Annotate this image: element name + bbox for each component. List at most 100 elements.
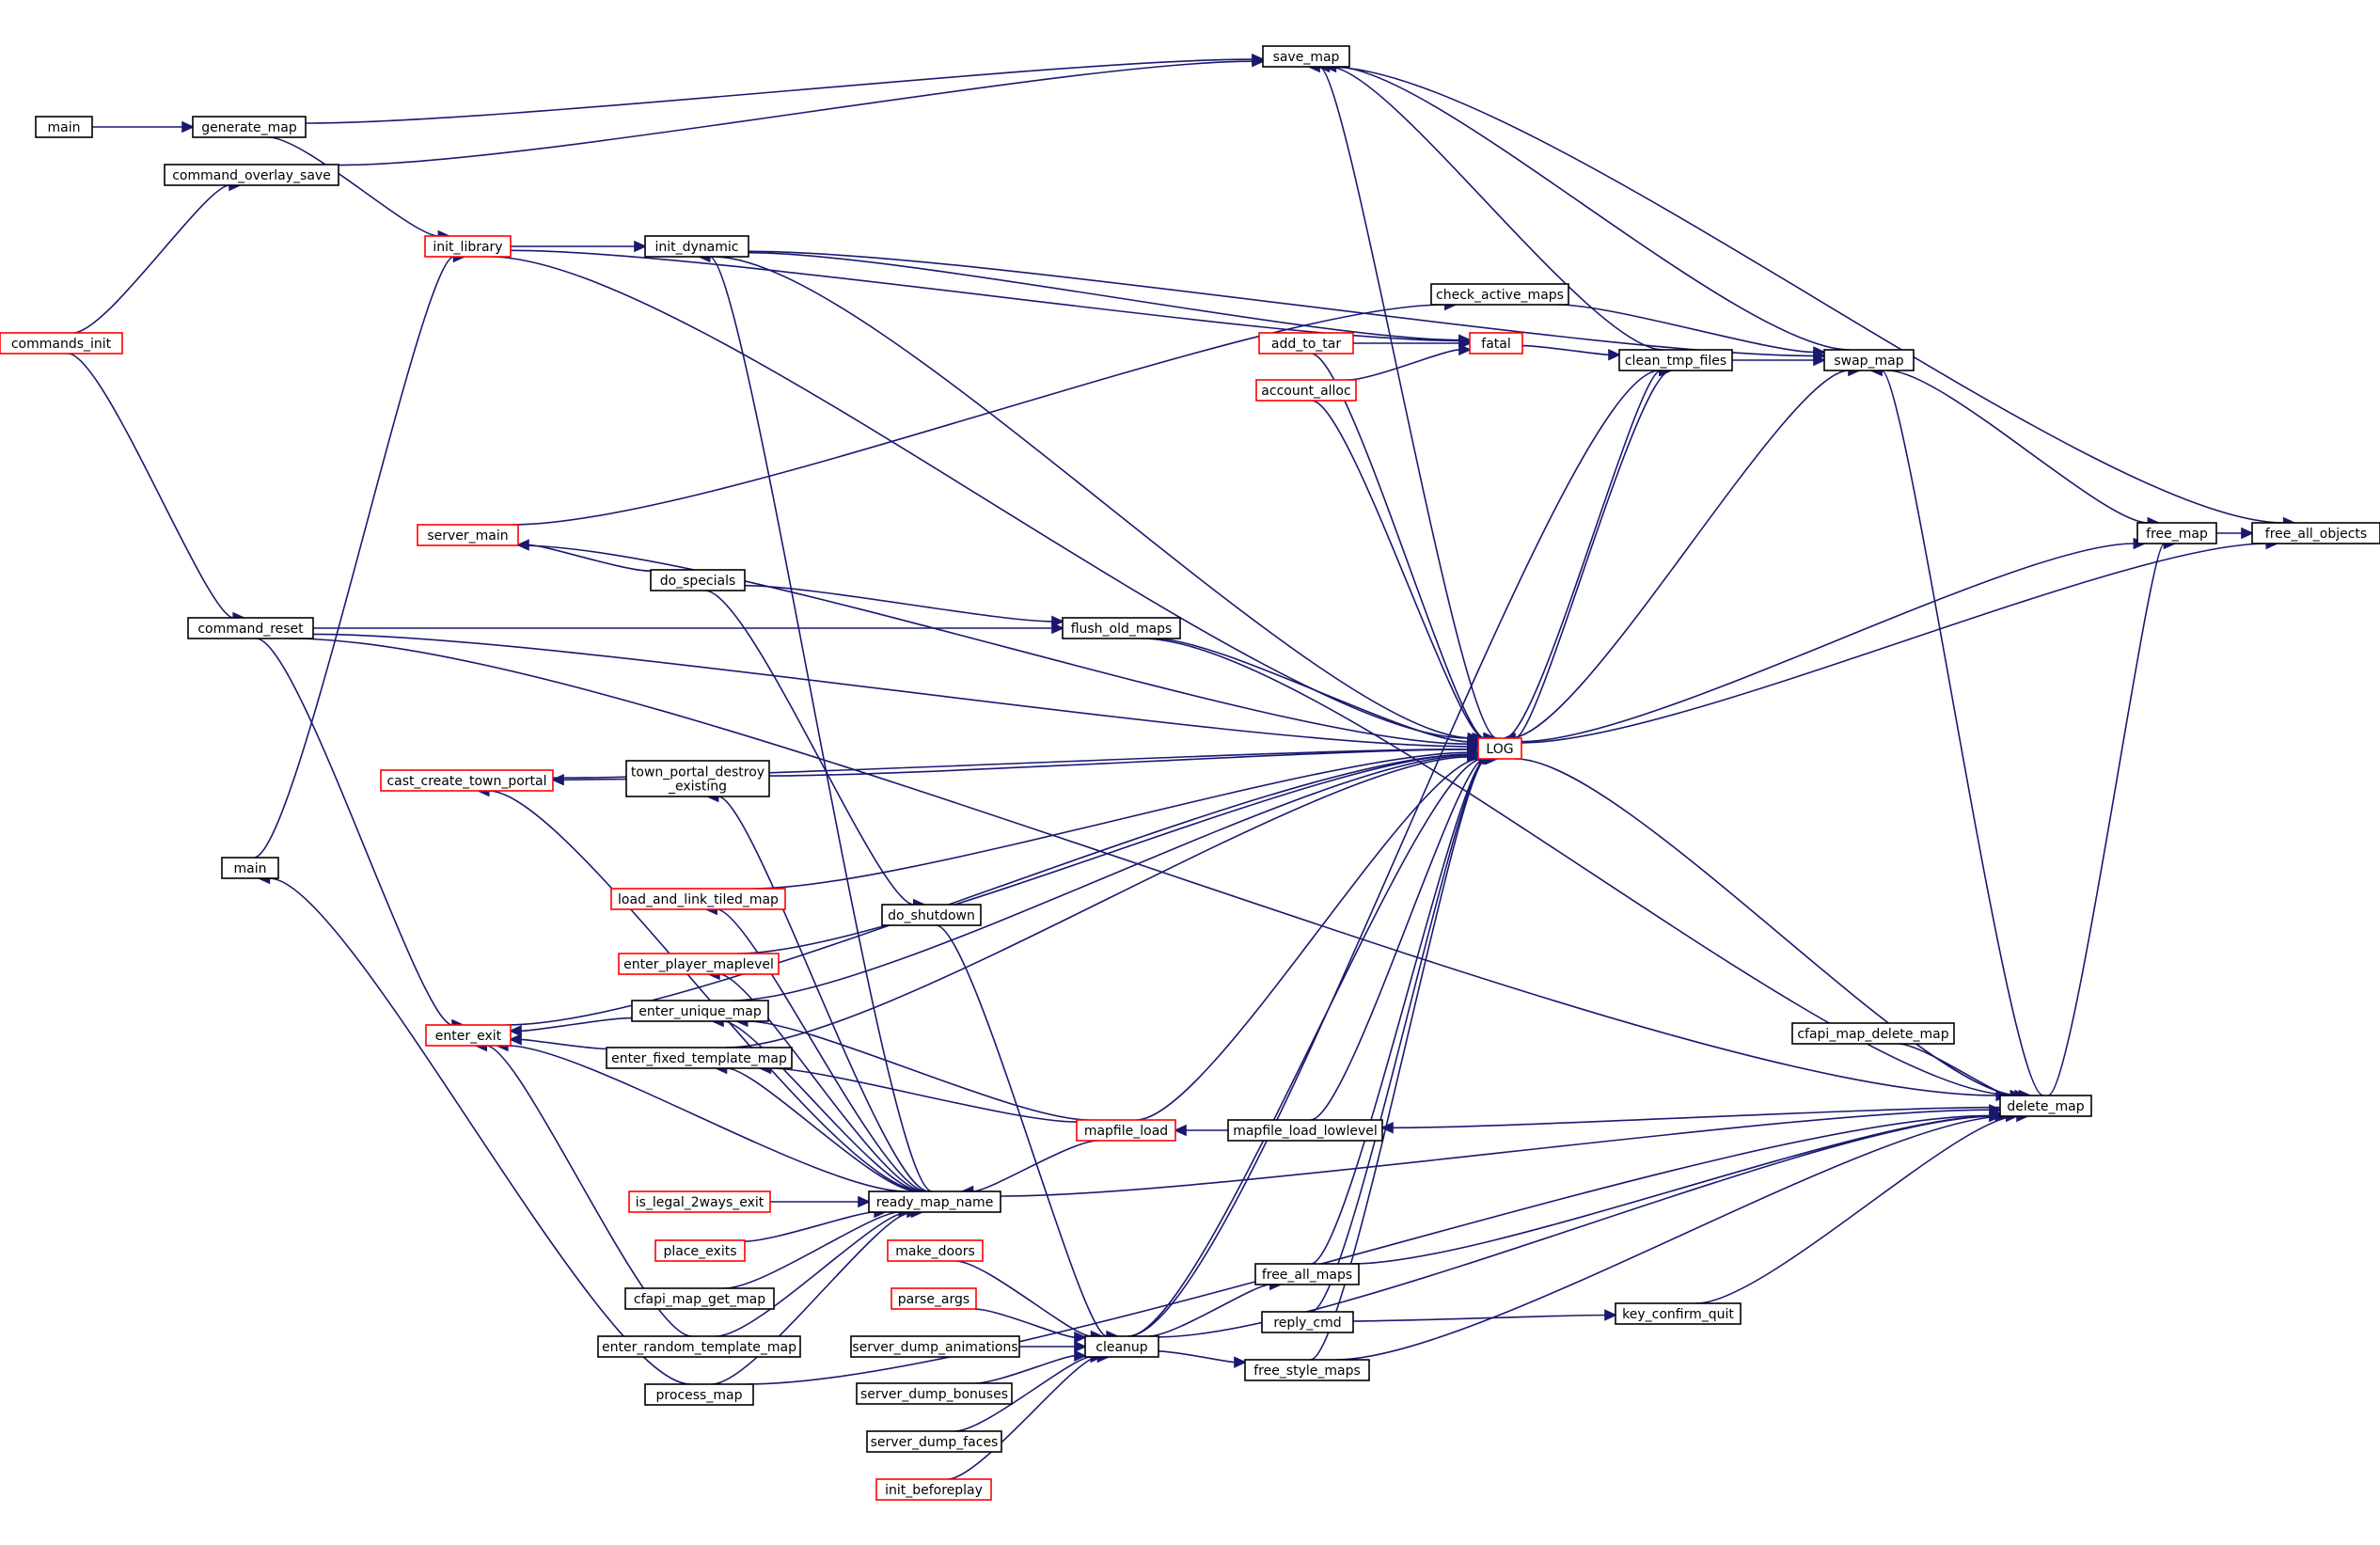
edge-town_portal_destroy_existing-to-cast_create_town_portal bbox=[551, 774, 627, 786]
node-label: town_portal_destroy bbox=[631, 765, 764, 780]
node-cfapi-map-delete-map[interactable]: cfapi_map_delete_map bbox=[1791, 1022, 1955, 1045]
edge-path bbox=[1311, 353, 1485, 739]
edge-path bbox=[1000, 1109, 1991, 1197]
node-init-dynamic[interactable]: init_dynamic bbox=[644, 235, 749, 258]
node-free-all-maps[interactable]: free_all_maps bbox=[1254, 1263, 1360, 1285]
node-flush-old-maps[interactable]: flush_old_maps bbox=[1062, 617, 1181, 639]
edge-path bbox=[1328, 66, 2284, 524]
node-delete-map[interactable]: delete_map bbox=[1999, 1095, 2092, 1117]
node-mapfile-load-lowlevel[interactable]: mapfile_load_lowlevel bbox=[1227, 1119, 1383, 1142]
edge-path bbox=[528, 544, 652, 572]
node-is-legal-2ways-exit[interactable]: is_legal_2ways_exit bbox=[628, 1190, 771, 1213]
node-enter-exit[interactable]: enter_exit bbox=[425, 1024, 512, 1047]
edge-command_reset-to-LOG bbox=[312, 633, 1480, 753]
node-make-doors[interactable]: make_doors bbox=[887, 1239, 984, 1262]
node-box bbox=[417, 524, 519, 546]
edge-delete_map-to-mapfile_load_lowlevel bbox=[1380, 1106, 2001, 1134]
node-generate-map[interactable]: generate_map bbox=[192, 116, 307, 138]
node-box bbox=[1999, 1095, 2092, 1117]
node-free-all-objects[interactable]: free_all_objects bbox=[2251, 522, 2380, 544]
node-server-dump-animations[interactable]: server_dump_animations bbox=[850, 1335, 1020, 1358]
node-swap-map[interactable]: swap_map bbox=[1823, 349, 1915, 371]
node-label: init_dynamic bbox=[655, 240, 739, 255]
edge-server_dump_bonuses-to-cleanup bbox=[975, 1349, 1087, 1384]
node-enter-random-template-map[interactable]: enter_random_template_map bbox=[597, 1335, 801, 1358]
node-process-map[interactable]: process_map bbox=[644, 1383, 754, 1406]
node-enter-fixed-template-map[interactable]: enter_fixed_template_map bbox=[606, 1047, 793, 1069]
edge-path bbox=[507, 1045, 906, 1192]
node-enter-player-maplevel[interactable]: enter_player_maplevel bbox=[618, 953, 780, 975]
edge-cleanup-to-delete_map bbox=[1158, 1110, 2009, 1338]
edge-path bbox=[736, 753, 1469, 954]
edge-free_map-to-free_all_objects bbox=[2216, 527, 2254, 540]
node-parse-args[interactable]: parse_args bbox=[891, 1287, 977, 1310]
node-box bbox=[644, 1383, 754, 1406]
edge-init_dynamic-to-LOG bbox=[713, 256, 1486, 745]
node-do-specials[interactable]: do_specials bbox=[650, 569, 746, 591]
node-main-1[interactable]: main bbox=[35, 116, 93, 138]
edge-path bbox=[947, 1356, 1098, 1480]
edge-path bbox=[338, 60, 1253, 166]
node-box bbox=[1227, 1119, 1383, 1142]
edge-path bbox=[1352, 1115, 1991, 1265]
node-box bbox=[624, 1287, 775, 1310]
node-box bbox=[1469, 332, 1523, 355]
edge-flush_old_maps-to-LOG bbox=[1154, 638, 1480, 748]
edge-delete_map-to-free_map bbox=[2047, 537, 2177, 1096]
node-command-overlay-save[interactable]: command_overlay_save bbox=[164, 164, 339, 186]
edge-path bbox=[2047, 543, 2166, 1096]
edge-mapfile_load-to-ready_map_name bbox=[960, 1140, 1099, 1198]
node-do-shutdown[interactable]: do_shutdown bbox=[881, 904, 982, 926]
node-box bbox=[618, 953, 780, 975]
node-commands-init[interactable]: commands_init bbox=[0, 332, 123, 355]
edge-path bbox=[489, 256, 1469, 739]
node-add-to-tar[interactable]: add_to_tar bbox=[1258, 332, 1354, 355]
edges-layer bbox=[68, 53, 2296, 1480]
edge-path bbox=[1311, 400, 1485, 739]
node-free-map[interactable]: free_map bbox=[2136, 522, 2217, 544]
node-cleanup[interactable]: cleanup bbox=[1084, 1335, 1159, 1358]
node-label: enter_random_template_map bbox=[602, 1340, 796, 1355]
node-reply-cmd[interactable]: reply_cmd bbox=[1261, 1311, 1354, 1333]
node-load-and-link-tiled-map[interactable]: load_and_link_tiled_map bbox=[610, 888, 786, 910]
node-mapfile-load[interactable]: mapfile_load bbox=[1076, 1119, 1176, 1142]
node-server-dump-bonuses[interactable]: server_dump_bonuses bbox=[856, 1382, 1013, 1405]
node-label: free_style_maps bbox=[1253, 1364, 1361, 1379]
node-label: mapfile_load_lowlevel bbox=[1233, 1124, 1378, 1139]
node-account-alloc[interactable]: account_alloc bbox=[1255, 379, 1357, 402]
node-label: mapfile_load bbox=[1084, 1124, 1168, 1139]
edge-path bbox=[486, 1045, 692, 1337]
edge-path bbox=[1881, 370, 2044, 1096]
node-cast-create-town-portal[interactable]: cast_create_town_portal bbox=[380, 769, 554, 792]
edge-path bbox=[1695, 1115, 2018, 1304]
node-init-library[interactable]: init_library bbox=[424, 235, 512, 258]
node-server-main[interactable]: server_main bbox=[417, 524, 519, 546]
node-fatal[interactable]: fatal bbox=[1469, 332, 1523, 355]
node-cfapi-map-get-map[interactable]: cfapi_map_get_map bbox=[624, 1287, 775, 1310]
node-box bbox=[887, 1239, 984, 1262]
node-save-map[interactable]: save_map bbox=[1262, 45, 1350, 68]
node-label: cleanup bbox=[1095, 1340, 1148, 1355]
node-check-active-maps[interactable]: check_active_maps bbox=[1430, 283, 1569, 306]
node-command-reset[interactable]: command_reset bbox=[187, 617, 314, 639]
node-server-dump-faces[interactable]: server_dump_faces bbox=[866, 1430, 1002, 1453]
node-main-2[interactable]: main bbox=[221, 857, 279, 879]
node-box bbox=[1618, 349, 1733, 371]
node-enter-unique-map[interactable]: enter_unique_map bbox=[631, 1000, 769, 1022]
edge-path bbox=[1887, 370, 2149, 524]
node-ready-map-name[interactable]: ready_map_name bbox=[868, 1190, 1001, 1213]
node-init-beforeplay[interactable]: init_beforeplay bbox=[875, 1478, 992, 1501]
edge-path bbox=[1158, 1350, 1236, 1364]
edge-fatal-to-clean_tmp_files bbox=[1521, 344, 1621, 361]
node-place-exits[interactable]: place_exits bbox=[654, 1239, 746, 1262]
node-clean-tmp-files[interactable]: clean_tmp_files bbox=[1618, 349, 1733, 371]
node-box bbox=[856, 1382, 1013, 1405]
edge-enter_unique_map-to-enter_exit bbox=[509, 1017, 633, 1037]
node-LOG[interactable]: LOG bbox=[1477, 737, 1522, 760]
node-box bbox=[610, 888, 786, 910]
arrowhead bbox=[1234, 1356, 1247, 1368]
node-free-style-maps[interactable]: free_style_maps bbox=[1244, 1359, 1370, 1381]
node-box bbox=[650, 569, 746, 591]
node-town-portal-destroy-existing[interactable]: town_portal_destroy_existing bbox=[625, 760, 770, 797]
node-key-confirm-quit[interactable]: key_confirm_quit bbox=[1615, 1302, 1742, 1325]
